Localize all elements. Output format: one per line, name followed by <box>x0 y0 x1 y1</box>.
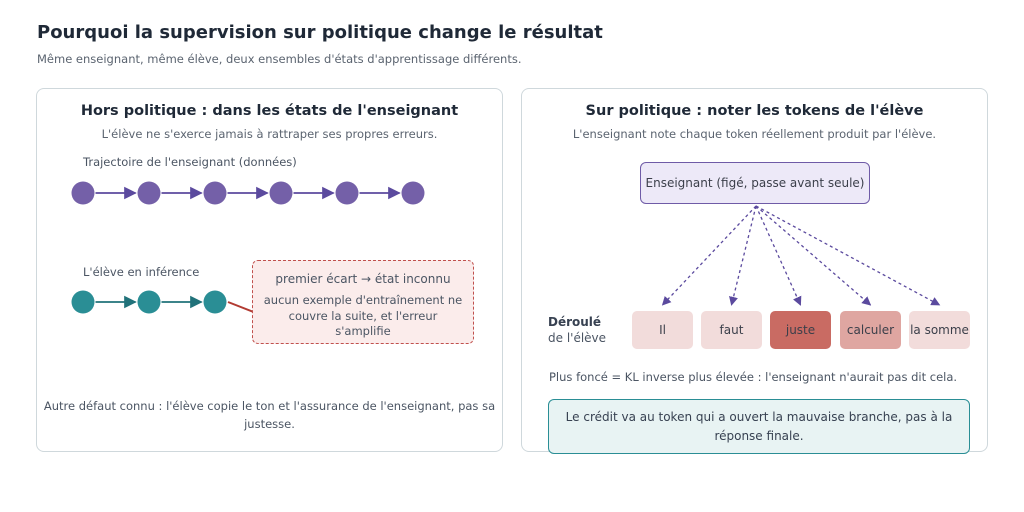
teacher-model-box: Enseignant (figé, passe avant seule) <box>640 162 870 204</box>
teacher-state-node <box>335 181 359 205</box>
teacher-state-node <box>71 181 95 205</box>
student-inference-label: L'élève en inférence <box>83 265 200 279</box>
rollout-label-bold: Déroulé <box>548 315 602 329</box>
kl-legend-note: Plus foncé = KL inverse plus élevée : l'… <box>549 370 958 384</box>
teacher-state-node <box>401 181 425 205</box>
rollout-label-rest: de l'élève <box>548 331 607 345</box>
unknown-state-body: aucun exemple d'entraînement ne couvre l… <box>263 293 463 338</box>
teacher-score-arrow <box>661 205 757 306</box>
student-token: calculer <box>840 311 901 349</box>
on-policy-subtitle: L'enseignant note chaque token réellemen… <box>572 127 937 141</box>
off-policy-subtitle: L'élève ne s'exerce jamais à rattraper s… <box>101 127 438 141</box>
on-policy-title: Sur politique : noter les tokens de l'él… <box>585 103 924 119</box>
student-state-chain <box>71 290 227 314</box>
page-title: Pourquoi la supervision sur politique ch… <box>37 22 603 43</box>
other-flaw-note: Autre défaut connu : l'élève copie le to… <box>43 399 496 431</box>
teacher-score-arrow <box>755 205 941 306</box>
page-subtitle: Même enseignant, même élève, deux ensemb… <box>37 52 522 66</box>
teacher-state-node <box>137 181 161 205</box>
teacher-score-arrow <box>729 205 757 306</box>
teacher-state-node <box>269 181 293 205</box>
student-rollout-label: Déroulé de l'élève <box>548 314 606 346</box>
student-token: faut <box>701 311 762 349</box>
student-state-node <box>203 290 227 314</box>
trajectory-diagram <box>71 181 425 322</box>
unknown-state-box: premier écart → état inconnu aucun exemp… <box>252 260 474 344</box>
teacher-state-chain <box>71 181 425 205</box>
off-policy-title: Hors politique : dans les états de l'ens… <box>80 103 459 119</box>
student-token: la somme <box>909 311 970 349</box>
student-token: Il <box>632 311 693 349</box>
off-policy-panel: Hors politique : dans les états de l'ens… <box>36 88 503 452</box>
teacher-state-node <box>203 181 227 205</box>
on-policy-panel: Sur politique : noter les tokens de l'él… <box>521 88 988 454</box>
credit-assignment-box: Le crédit va au token qui a ouvert la ma… <box>548 399 970 454</box>
teacher-trajectory-label: Trajectoire de l'enseignant (données) <box>83 155 297 169</box>
student-state-node <box>71 290 95 314</box>
student-token: juste <box>770 311 831 349</box>
student-state-node <box>137 290 161 314</box>
unknown-state-title: premier écart → état inconnu <box>275 272 451 286</box>
teacher-score-arrows <box>661 205 941 306</box>
teacher-score-arrow <box>755 205 802 306</box>
teacher-score-arrow <box>755 205 872 306</box>
scoring-arrows <box>661 205 941 306</box>
